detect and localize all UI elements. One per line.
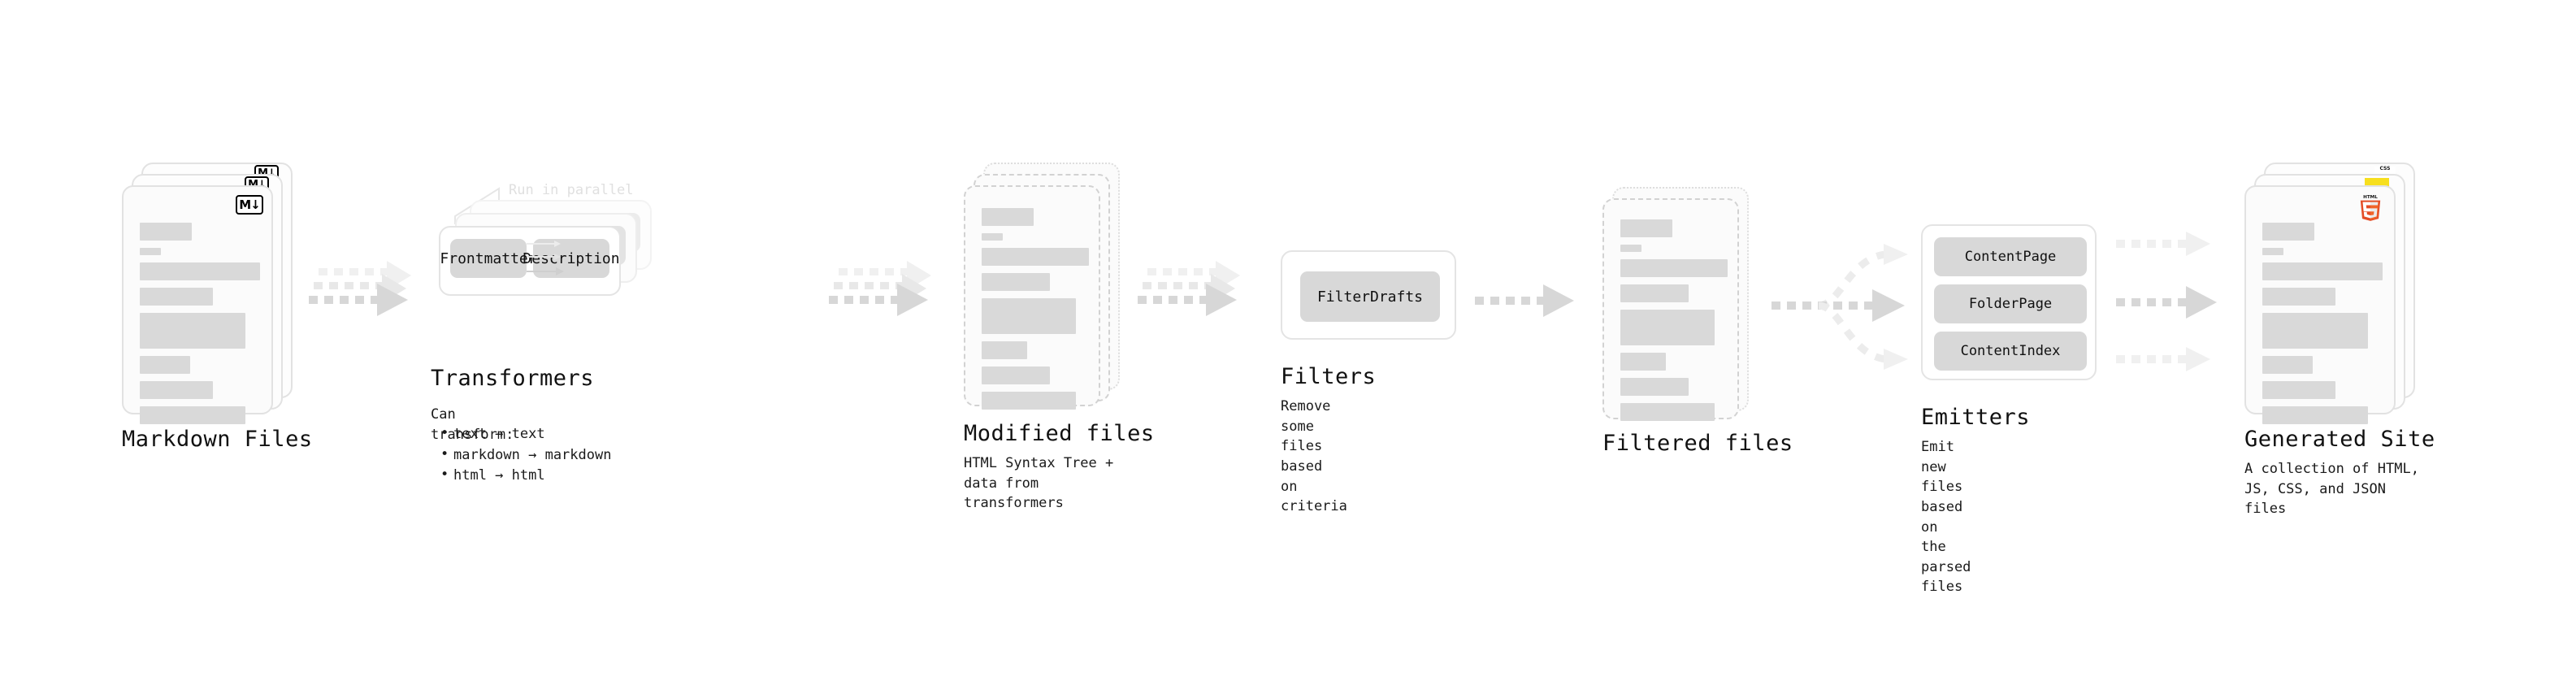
content-line [982, 273, 1050, 291]
content-line [2262, 313, 2368, 349]
md-arrow-icon: ↓ [267, 167, 276, 180]
arrow-markdown-to-transformers [309, 261, 411, 316]
arrow-transformers-to-modified [829, 261, 931, 316]
transformer-card-front: Frontmatter Description [439, 226, 621, 296]
markdown-content-lines [140, 223, 260, 432]
site-card-front: HTML [2244, 185, 2396, 424]
content-line [982, 248, 1089, 266]
content-line [1620, 259, 1728, 277]
emitter-chip-contentpage[interactable]: ContentPage [1934, 237, 2087, 276]
modified-content-lines [982, 208, 1089, 417]
content-line [1620, 284, 1689, 302]
content-line [982, 233, 1003, 241]
filtered-content-lines [1620, 219, 1728, 428]
arrow-fanout-filtered-to-emitters [1772, 244, 1908, 370]
content-line [1620, 245, 1641, 252]
site-content-lines [2262, 223, 2383, 432]
md-arrow-icon: ↓ [258, 178, 267, 191]
content-line [2262, 406, 2368, 424]
filtered-card-front [1602, 198, 1739, 421]
arrow-modified-to-filters [1138, 261, 1240, 316]
content-line [982, 392, 1076, 410]
stage-filtered-files: Filtered files [1602, 187, 1793, 456]
content-line [2262, 288, 2335, 306]
content-line [140, 262, 260, 280]
filtered-files-title: Filtered files [1602, 431, 1793, 456]
css-badge-text: CSS [2379, 166, 2391, 171]
content-line [1620, 353, 1666, 371]
md-letter: M [239, 197, 251, 212]
content-line [2262, 262, 2383, 280]
filters-title: Filters [1281, 364, 1377, 389]
modified-card-front [964, 185, 1100, 410]
content-line [140, 356, 190, 374]
content-line [982, 341, 1027, 359]
stage-generated-site: CSS HTML [2244, 163, 2435, 517]
content-line [2262, 356, 2313, 374]
content-line [982, 298, 1076, 334]
content-line [140, 248, 161, 255]
md-arrow-icon: ↓ [250, 197, 261, 212]
content-line [140, 313, 245, 349]
emitter-chip-folderpage[interactable]: FolderPage [1934, 284, 2087, 323]
content-line [140, 406, 245, 424]
markdown-files-title: Markdown Files [122, 427, 313, 452]
content-line [1620, 219, 1672, 237]
content-line [140, 223, 192, 241]
filters-card: FilterDrafts [1281, 250, 1456, 340]
transformer-bullet: html → html [439, 465, 611, 487]
svg-text:HTML: HTML [2363, 195, 2378, 200]
generated-site-subtitle: A collection of HTML, JS, CSS, and JSON … [2244, 461, 2419, 518]
transformers-title: Transformers [431, 366, 595, 391]
transformer-chip-frontmatter[interactable]: Frontmatter [440, 239, 537, 278]
filters-subtitle: Remove some files based on criteria [1281, 398, 1347, 515]
emitters-subtitle: Emit new files based on the parsed files [1921, 439, 1971, 596]
transformer-bullet: text → text [439, 423, 611, 445]
stage-markdown-files: M↓ M↓ M↓ [122, 163, 312, 452]
content-line [2262, 248, 2283, 255]
emitters-card: ContentPage FolderPage ContentIndex [1921, 224, 2097, 380]
transformer-bullet: markdown → markdown [439, 445, 611, 466]
content-line [982, 367, 1050, 384]
modified-file-stack [964, 163, 1134, 414]
emitters-title: Emitters [1921, 405, 2031, 430]
stage-modified-files: Modified files HTML Syntax Tree + data f… [964, 163, 1154, 511]
content-line [982, 208, 1034, 226]
emitter-chip-contentindex[interactable]: ContentIndex [1934, 332, 2087, 371]
transformers-bullets: text → text markdown → markdown html → h… [439, 423, 611, 487]
modified-files-subtitle: HTML Syntax Tree + data from transformer… [964, 455, 1114, 512]
transformer-internal-arrows [527, 241, 564, 275]
content-line [2262, 223, 2314, 241]
content-line [1620, 403, 1715, 421]
content-line [1620, 310, 1715, 345]
filtered-file-stack [1602, 187, 1765, 423]
markdown-card-front: M↓ [122, 185, 273, 424]
content-line [140, 288, 213, 306]
arrow-emitters-to-site [2116, 232, 2217, 371]
arrow-filters-to-filtered [1475, 284, 1574, 317]
html5-badge-icon: HTML [2360, 195, 2381, 221]
content-line [140, 381, 213, 399]
content-line [1620, 378, 1689, 396]
markdown-badge-front-icon: M↓ [236, 195, 263, 215]
transformer-chip-description[interactable]: Description [523, 239, 620, 278]
modified-files-title: Modified files [964, 421, 1155, 446]
filter-chip-filterdrafts[interactable]: FilterDrafts [1300, 271, 1440, 322]
markdown-file-stack: M↓ M↓ M↓ [122, 163, 293, 424]
run-in-parallel-label: Run in parallel [509, 182, 634, 198]
generated-site-stack: CSS HTML [2244, 163, 2423, 424]
generated-site-title: Generated Site [2244, 427, 2435, 452]
content-line [2262, 381, 2335, 399]
